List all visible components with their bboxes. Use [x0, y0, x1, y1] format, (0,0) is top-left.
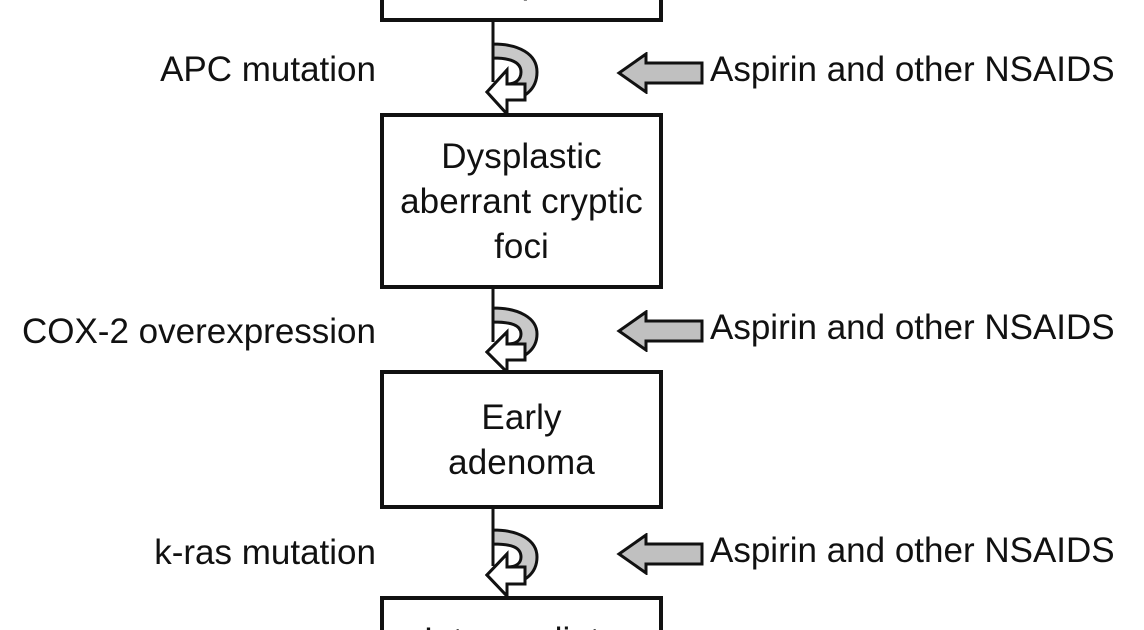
curved-u-turn-arrow-apc	[485, 20, 539, 116]
curved-arrow-head-cox2	[485, 328, 527, 374]
event-label-cox2-overexpression: COX-2 overexpression	[21, 312, 376, 351]
stage-box-intermediate-line-1: Intermediate	[424, 618, 620, 630]
stage-box-dysplastic-line-2: aberrant cryptic	[400, 181, 643, 221]
event-label-kras-mutation: k-ras mutation	[154, 533, 376, 572]
curved-u-turn-arrow-kras	[485, 508, 539, 598]
curved-arrow-head-kras	[485, 550, 527, 598]
stage-box-early-adenoma-line-1: Early	[481, 397, 562, 437]
stage-box-dysplastic-line-3: foci	[494, 226, 549, 266]
curved-u-turn-arrow-cox2	[485, 288, 539, 374]
intervention-label-apc: Aspirin and other NSAIDS	[710, 50, 1115, 89]
stage-box-early-adenoma-line-2: adenoma	[448, 442, 595, 482]
curved-arrow-head-apc	[485, 66, 527, 116]
left-block-arrow-cox2[interactable]	[616, 310, 704, 352]
left-block-arrow-kras[interactable]	[616, 533, 704, 575]
event-label-apc-mutation: APC mutation	[160, 50, 376, 89]
left-block-arrow-apc[interactable]	[616, 52, 704, 94]
stage-box-top-line-1: ep	[502, 0, 541, 4]
intervention-label-cox2: Aspirin and other NSAIDS	[710, 308, 1115, 347]
stage-box-top[interactable]: ep	[380, 0, 663, 22]
stage-box-early-adenoma[interactable]: Early adenoma	[380, 370, 663, 509]
stage-box-intermediate[interactable]: Intermediate	[380, 596, 663, 630]
stage-box-dysplastic-line-1: Dysplastic	[441, 136, 602, 176]
stage-box-dysplastic[interactable]: Dysplastic aberrant cryptic foci	[380, 113, 663, 289]
intervention-label-kras: Aspirin and other NSAIDS	[710, 531, 1115, 570]
